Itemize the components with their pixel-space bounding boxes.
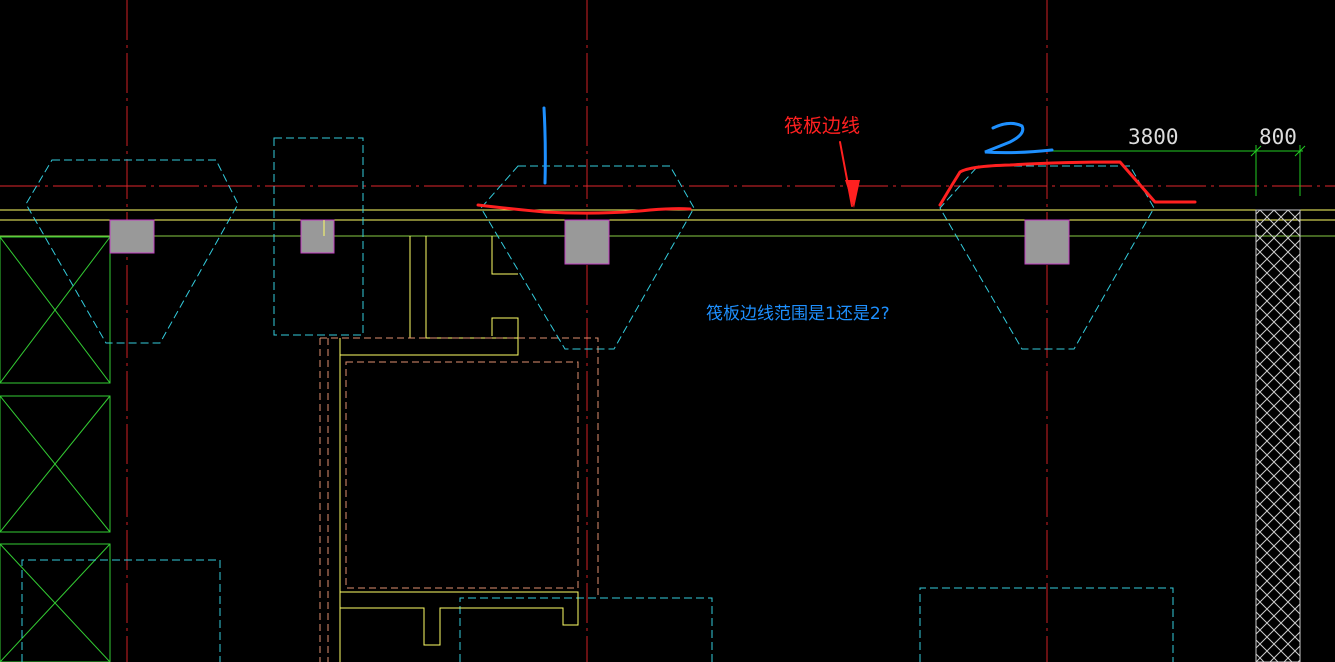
raft-edge-label: 筏板边线 <box>784 115 861 137</box>
pile-cap-left <box>25 159 239 344</box>
raft-outline-lines <box>0 209 1335 237</box>
column-4 <box>1024 219 1070 265</box>
pile-cap-rect <box>273 137 364 336</box>
green-cross-boxes <box>0 236 111 662</box>
hatched-wall <box>1255 209 1301 662</box>
dimension-left-text: 3800 <box>1128 125 1179 149</box>
red-markup <box>476 141 1197 215</box>
markup-edge-option-1 <box>476 203 692 215</box>
blue-handwriting <box>542 106 1054 185</box>
markup-arrow-head <box>845 180 860 208</box>
markup-edge-option-2 <box>938 160 1197 207</box>
handwritten-one-icon <box>542 106 547 185</box>
dimension-lines <box>1047 145 1306 196</box>
column-2 <box>300 219 335 254</box>
pile-cap-right <box>939 165 1155 350</box>
column-3 <box>564 219 610 265</box>
columns <box>109 219 1070 265</box>
column-1 <box>109 219 155 254</box>
handwritten-two-icon <box>984 121 1054 155</box>
markup-arrow-shaft <box>839 141 853 207</box>
pile-caps <box>21 137 1174 662</box>
grid-axes-vertical <box>126 0 1048 662</box>
wall-outlines <box>339 236 579 662</box>
pile-cap-middle <box>480 165 695 350</box>
dimension-right-text: 800 <box>1259 125 1297 149</box>
orange-dashed-structure <box>319 337 599 662</box>
question-text: 筏板边线范围是1还是2? <box>706 304 890 324</box>
